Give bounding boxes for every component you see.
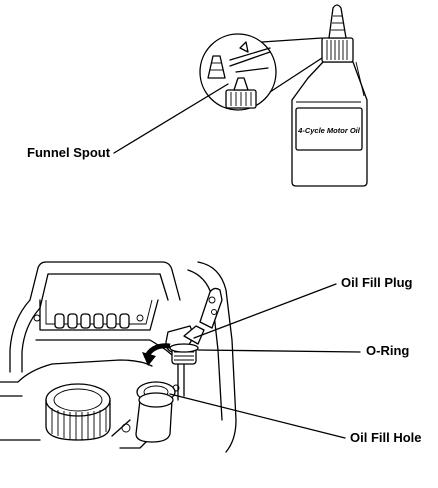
callout-oil-fill-plug: Oil Fill Plug <box>341 275 413 290</box>
engine-illustration <box>0 261 237 453</box>
spout-detail-inset <box>199 33 323 111</box>
bottle-spout <box>328 4 347 39</box>
oil-fill-hole <box>135 381 176 443</box>
bottle-label-panel <box>295 107 363 151</box>
bolt-row <box>33 313 144 329</box>
leader-oil-fill-hole <box>169 393 346 439</box>
leader-funnel-spout <box>113 83 229 154</box>
o-ring <box>169 343 199 353</box>
oil-fill-plug <box>165 325 205 365</box>
callout-funnel-spout: Funnel Spout <box>27 145 111 160</box>
remove-arrow-icon <box>142 343 171 366</box>
oil-bottle: 4-Cycle Motor Oil <box>291 4 368 187</box>
callout-oil-fill-hole: Oil Fill Hole <box>350 430 422 445</box>
leader-o-ring <box>197 349 361 353</box>
callout-o-ring: O-Ring <box>366 343 409 358</box>
leader-oil-fill-plug <box>193 283 337 339</box>
bottle-label: 4-Cycle Motor Oil <box>297 126 361 135</box>
